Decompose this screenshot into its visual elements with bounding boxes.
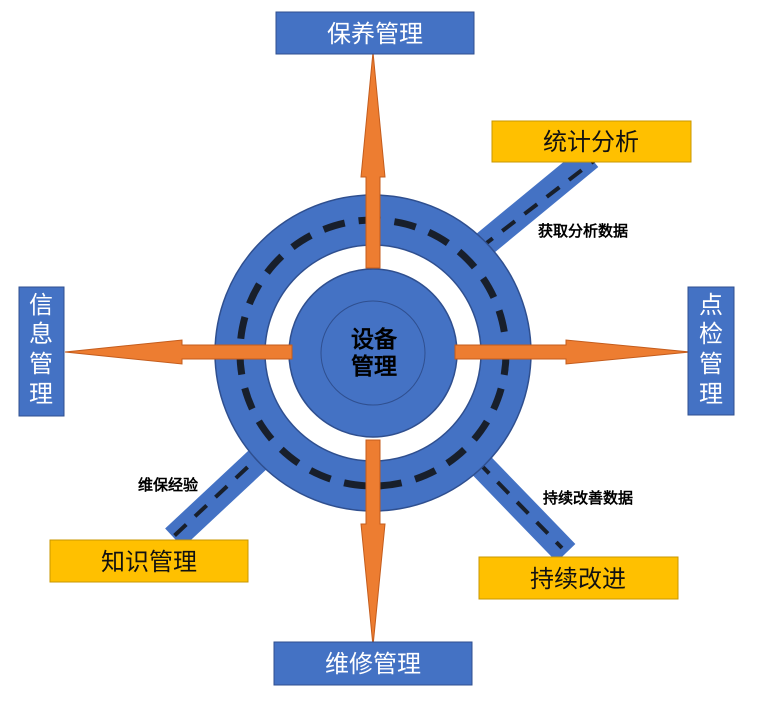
edge-label-improvement: 持续改善数据: [543, 489, 633, 507]
center-title-line2: 管理: [351, 353, 397, 380]
node-inspection-char-3: 管: [699, 350, 723, 378]
node-maintenance-label: 保养管理: [327, 20, 423, 48]
orange-arrows: [64, 51, 691, 647]
node-statistics-box: [491, 120, 692, 163]
node-statistics: 统计分析: [491, 120, 692, 163]
node-repair-box: [273, 641, 473, 686]
node-inspection-char-2: 检: [699, 320, 723, 348]
node-info-char-3: 管: [29, 350, 53, 378]
node-knowledge: 知识管理: [49, 539, 249, 583]
arrow-down: [360, 439, 386, 647]
node-inspection-char-1: 点: [699, 291, 723, 319]
node-maintenance: 保养管理: [275, 11, 475, 55]
node-improvement-box: [478, 556, 679, 600]
node-info-box: [18, 286, 65, 417]
arrow-up: [360, 51, 386, 269]
node-improvement: 持续改进: [478, 556, 679, 600]
connector-dash-knowledge: [172, 446, 270, 538]
node-info-char-4: 理: [29, 380, 53, 408]
connector-dash-improvement: [476, 460, 564, 550]
node-statistics-label: 统计分析: [543, 128, 639, 156]
connector-band-statistics: [473, 146, 599, 257]
node-info: 信 息 管 理: [18, 286, 65, 417]
node-info-char-1: 信: [29, 291, 53, 319]
arrow-right: [454, 339, 691, 365]
center-core-inner-ring: [320, 300, 426, 406]
node-repair-label: 维修管理: [325, 650, 421, 678]
node-knowledge-label: 知识管理: [101, 548, 197, 576]
node-maintenance-box: [275, 11, 475, 55]
node-inspection-box: [687, 286, 735, 416]
node-repair: 维修管理: [273, 641, 473, 686]
node-info-char-2: 息: [29, 320, 53, 348]
connector-dash-statistics: [478, 158, 597, 250]
connector-dashes: [172, 158, 597, 550]
node-inspection-char-4: 理: [699, 380, 723, 408]
center-title-line1: 设备: [351, 326, 398, 353]
node-improvement-label: 持续改进: [530, 565, 626, 593]
center-core: [288, 268, 458, 438]
edge-label-statistics: 获取分析数据: [538, 222, 628, 240]
node-knowledge-box: [49, 539, 249, 583]
edge-label-knowledge: 维保经验: [138, 476, 199, 494]
node-inspection: 点 检 管 理: [687, 286, 735, 416]
arrow-left: [64, 339, 293, 365]
